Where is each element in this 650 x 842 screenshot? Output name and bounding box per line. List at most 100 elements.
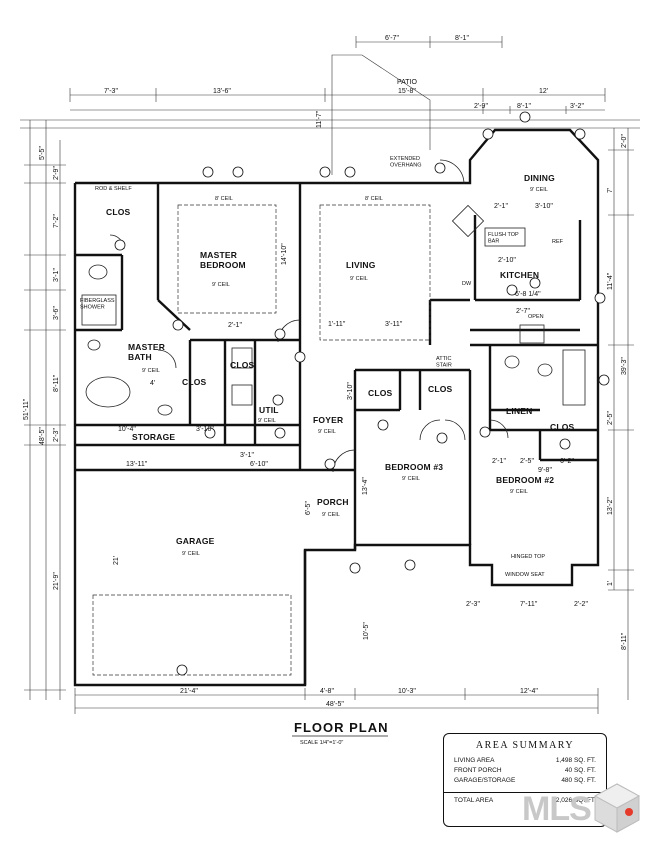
dim-inner-9: 6'-8 1/4" — [515, 291, 541, 298]
dim-bottom-4: 12'-4" — [520, 688, 538, 695]
dim-left-5: 3'-6" — [53, 306, 60, 320]
dim-right-5: 2'-5" — [607, 411, 614, 425]
patio-outline — [331, 54, 431, 175]
dim-bottom-5: 48'-5" — [326, 701, 344, 708]
label-clos-4: CLOS — [368, 388, 393, 398]
dim-left-4: 3'-1" — [53, 268, 60, 282]
dim-inner-1: 8' CEIL — [215, 196, 233, 202]
dim-inner-23: 2'-3" — [466, 601, 480, 608]
dim-left-10: 51'-11" — [23, 398, 30, 420]
dim-inner-18: 2'-5" — [520, 458, 534, 465]
area-row-label: FRONT PORCH — [454, 766, 502, 774]
area-summary-heading: AREA SUMMARY — [475, 740, 575, 751]
dim-right-3: 11'-4" — [607, 272, 614, 290]
label-kitchen: KITCHEN — [500, 270, 539, 280]
label-dw: DW — [462, 281, 472, 287]
area-total-label: TOTAL AREA — [454, 797, 494, 804]
dim-inner-17: 2'-1" — [492, 458, 506, 465]
dim-inner-8: 2'-7" — [516, 308, 530, 315]
dim-inner-28: 2'-10" — [498, 257, 516, 264]
dim-right-2: 7' — [607, 188, 614, 193]
dim-top-9: 3'-2" — [570, 103, 584, 110]
label-clos-6: CLOS — [550, 422, 575, 432]
door-swings — [109, 159, 509, 473]
right-dimension-lines — [608, 128, 634, 700]
dim-bottom-3: 10'-3" — [398, 688, 416, 695]
dim-top-4: 13'-6" — [213, 88, 231, 95]
area-row-label: GARAGE/STORAGE — [454, 776, 516, 784]
dim-left-7: 2'-3" — [53, 428, 60, 442]
left-dimension-lines — [24, 120, 66, 700]
dim-right-6: 13'-2" — [607, 497, 614, 515]
dim-bottom-2: 4'-8" — [320, 688, 334, 695]
label-storage: STORAGE — [132, 432, 175, 442]
dim-inner-21: 6'-5" — [305, 501, 312, 515]
label-bedroom-3-ceil: 9' CEIL — [402, 476, 420, 482]
area-row-value: 480 SQ. FT. — [561, 776, 596, 784]
label-hinged-top: HINGED TOP — [511, 554, 545, 560]
label-open: OPEN — [528, 314, 544, 320]
dim-right-8: 8'-11" — [621, 632, 628, 650]
label-garage-ceil: 9' CEIL — [182, 551, 200, 557]
label-bath-ceil: 9' CEIL — [142, 368, 160, 374]
label-window-seat: WINDOW SEAT — [505, 572, 545, 578]
dim-right-7: 1' — [607, 581, 614, 586]
dim-inner-2: 14'-10" — [281, 243, 288, 265]
dim-inner-3: 8' CEIL — [365, 196, 383, 202]
dim-right-4: 39'-3" — [621, 357, 628, 375]
label-master-ceil: 9' CEIL — [212, 282, 230, 288]
dim-left-8: 48'-5" — [39, 427, 46, 445]
label-clos-5: CLOS — [428, 384, 453, 394]
fixtures — [81, 204, 586, 416]
dim-inner-15: 21' — [113, 556, 120, 565]
dim-inner-12: 3'-1" — [240, 452, 254, 459]
label-foyer-ceil: 9' CEIL — [318, 429, 336, 435]
area-row-label: LIVING AREA — [454, 756, 495, 764]
interior-walls — [75, 183, 598, 550]
plan-scale: SCALE 1/4"=1'-0" — [300, 740, 343, 746]
dim-top-10: 11'-7" — [316, 110, 323, 128]
dim-top-5: 15'-8" — [398, 88, 416, 95]
area-row: FRONT PORCH 40 SQ. FT. — [444, 765, 606, 775]
label-bedroom-2-ceil: 9' CEIL — [510, 489, 528, 495]
dim-left-6: 8'-11" — [53, 374, 60, 392]
dim-top-8: 8'-1" — [517, 103, 531, 110]
label-linen: LINEN — [506, 406, 533, 416]
exterior-walls — [73, 128, 600, 687]
label-clos-3: CLOS — [230, 360, 255, 370]
mls-logo: MLS — [522, 780, 646, 836]
garage-door-outline — [92, 594, 292, 676]
dim-inner-22: 10'-5" — [363, 622, 370, 640]
dim-inner-10: 13'-11" — [126, 461, 148, 468]
dim-left-3: 7'-2" — [53, 214, 60, 228]
area-row: GARAGE/STORAGE 480 SQ. FT. — [444, 775, 606, 785]
dim-left-1: 5'-5" — [39, 146, 46, 160]
dim-top-7: 2'-9" — [474, 103, 488, 110]
dim-top-1: 6'-7" — [385, 35, 399, 42]
label-dining: DINING — [524, 173, 555, 183]
label-porch-ceil: 9' CEIL — [322, 512, 340, 518]
top-dimension-lines — [20, 36, 640, 129]
label-living: LIVING — [346, 260, 376, 270]
dim-inner-19: 9'-8" — [538, 467, 552, 474]
dim-inner-29: 6'-2" — [560, 458, 574, 465]
dim-inner-16: 4' — [150, 380, 155, 387]
plan-title: FLOOR PLAN — [294, 720, 389, 735]
dim-top-3: 7'-3" — [104, 88, 118, 95]
label-foyer: FOYER — [313, 415, 343, 425]
dim-inner-6: 2'-1" — [228, 322, 242, 329]
dim-inner-4: 1'-11" — [328, 321, 346, 328]
label-porch: PORCH — [317, 497, 349, 507]
bottom-dimension-lines — [74, 688, 599, 714]
dim-right-1: 2'-0" — [621, 134, 628, 148]
area-total-value: 2,026 SQ. FT. — [555, 797, 596, 804]
dim-inner-25: 2'-2" — [574, 601, 588, 608]
dim-inner-20: 13'-4" — [362, 477, 369, 495]
dim-inner-27: 3'-10" — [535, 203, 553, 210]
area-row-value: 1,498 SQ. FT. — [555, 756, 596, 764]
